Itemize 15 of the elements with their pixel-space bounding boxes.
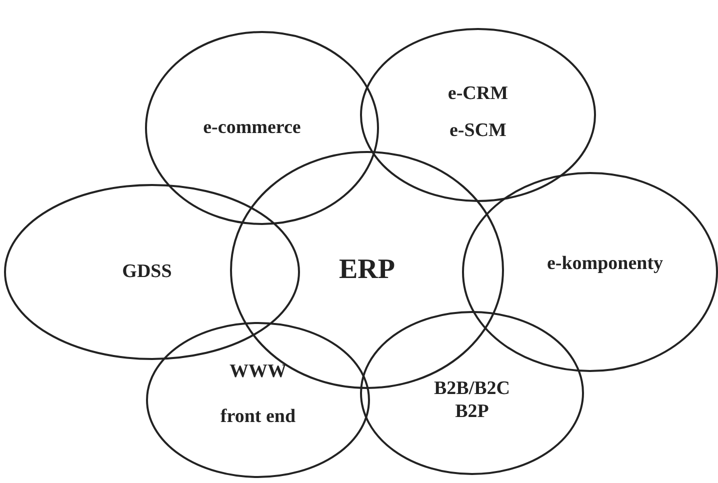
ellipse-node: [360, 311, 584, 475]
ellipse-node: [360, 28, 596, 202]
node-label: e-komponenty: [546, 252, 664, 276]
ellipse-node: [462, 172, 718, 372]
node-label: B2B/B2C B2P: [432, 378, 512, 424]
ellipse-node: [146, 322, 370, 478]
node-label: front end: [220, 406, 296, 429]
node-label: WWW: [230, 361, 286, 384]
node-label: e-SCM: [450, 120, 506, 143]
node-label: ERP: [339, 253, 395, 287]
node-label: GDSS: [122, 260, 172, 284]
node-label: e-CRM: [448, 83, 508, 106]
node-label: e-commerce: [203, 116, 301, 140]
ellipse-node: [145, 31, 379, 225]
ellipse-node: [4, 184, 300, 360]
